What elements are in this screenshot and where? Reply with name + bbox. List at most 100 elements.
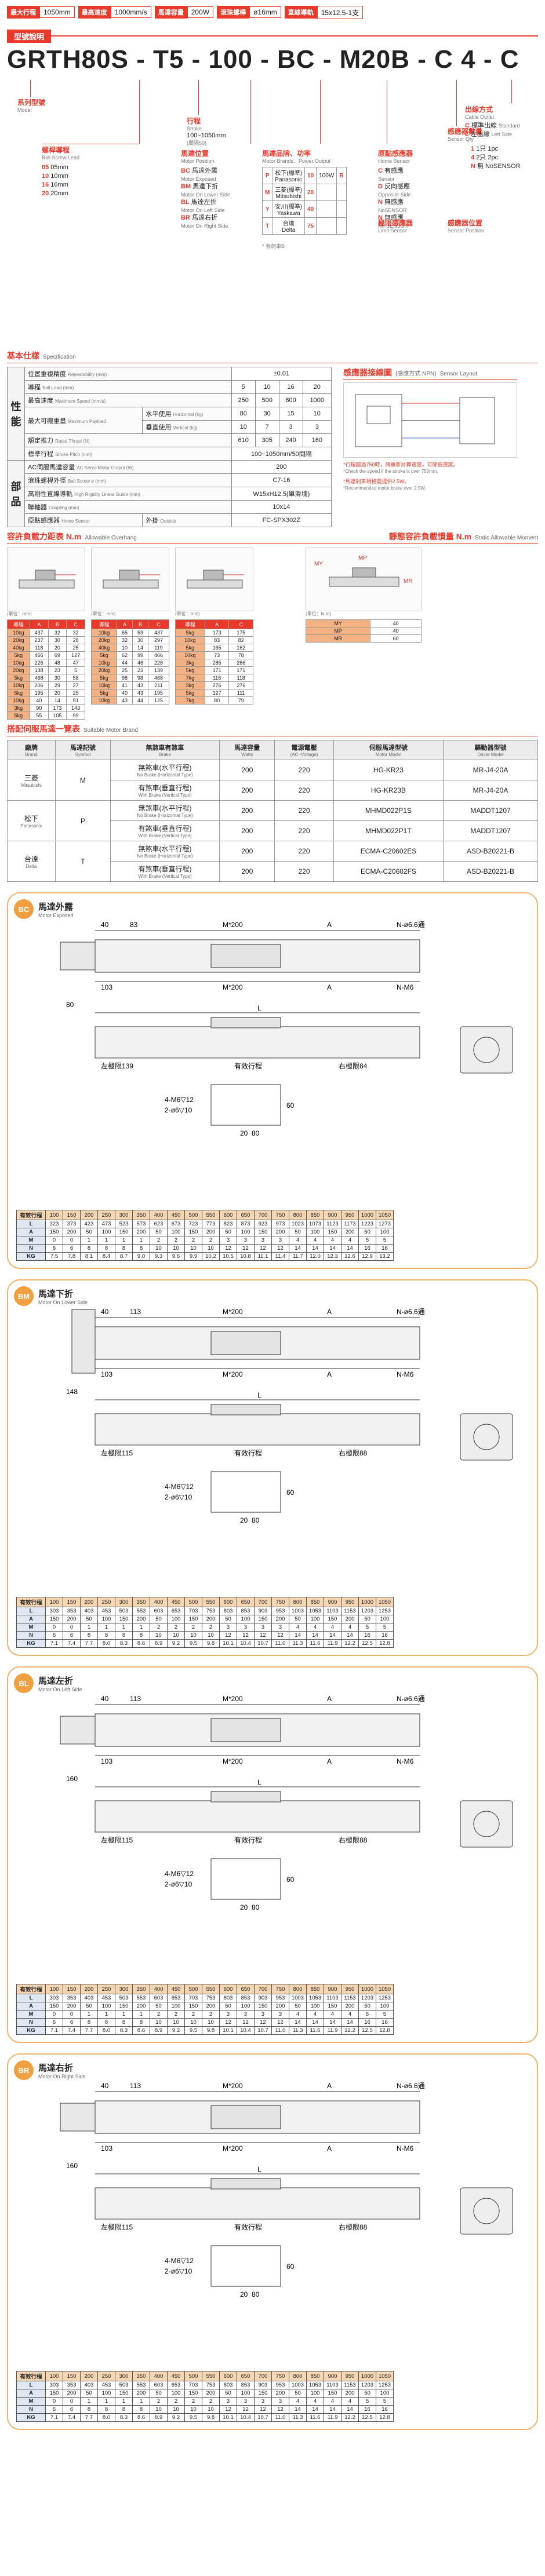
watts-cell: 200 xyxy=(219,780,275,801)
overhang-heading: 容許負載力距表 N.m Allowable Overhang 靜態容許負載慣量 … xyxy=(7,531,538,544)
dimension-cell: 700 xyxy=(254,1984,272,1995)
dimension-cell: 753 xyxy=(202,1994,220,2003)
dimension-cell: 50 xyxy=(150,2389,168,2398)
option-code: 4 xyxy=(471,154,477,161)
option-text: 馬達右折 xyxy=(191,214,217,221)
label-sensor-pos: 感應器位置 Sensor Position xyxy=(448,219,485,233)
hole-2: 2-ø6▽10 xyxy=(165,1880,192,1888)
spec-value: 10 xyxy=(302,407,332,421)
dimension-cell: 1050 xyxy=(376,2371,394,2382)
dimension-cell: 100 xyxy=(45,1597,63,1608)
spec-name: 滾珠螺桿外徑 Ball Screw ø (mm) xyxy=(24,473,232,487)
overhang-cell: 127 xyxy=(66,651,85,660)
dimension-cell: 550 xyxy=(202,2371,220,2382)
dimension-cell: 16 xyxy=(358,2018,376,2027)
spec-value: 5 xyxy=(231,380,256,394)
dimension-cell: 14 xyxy=(306,1244,324,1253)
dimension-cell: 700 xyxy=(254,1597,272,1608)
dimension-cell: 8.9 xyxy=(150,1639,168,1648)
dim-60: 60 xyxy=(286,1876,295,1884)
dimension-cell: 2 xyxy=(202,2397,220,2406)
dimension-cell: 8 xyxy=(115,1631,133,1640)
dimension-cell: 10 xyxy=(167,2018,185,2027)
brand-name: 松下(標準)Panasonic xyxy=(272,167,306,184)
dimension-cell: 450 xyxy=(167,1984,185,1995)
dimension-cell: 3 xyxy=(271,2397,289,2406)
dimension-row-head: KG xyxy=(16,2026,46,2035)
voltage-cell: 220 xyxy=(274,820,334,842)
dimension-cell: 350 xyxy=(132,1597,150,1608)
dimension-cell: 9.3 xyxy=(150,1252,168,1261)
overhang-head-cell: 導程 xyxy=(90,619,118,630)
dimension-cell: 10 xyxy=(202,1244,220,1253)
spec-value: 10 xyxy=(231,420,256,434)
option-text: 馬達外露 xyxy=(191,167,217,174)
watts-cell: 200 xyxy=(219,841,275,862)
dimension-cell: 12 xyxy=(271,2018,289,2027)
dimension-cell: 950 xyxy=(341,1210,359,1221)
dimension-cell: 650 xyxy=(237,1597,255,1608)
spec-name-en: Maximum Payload xyxy=(68,418,106,424)
dimension-row-head: 有效行程 xyxy=(16,2371,46,2382)
dimension-cell: 8 xyxy=(80,1631,98,1640)
dimension-cell: 16 xyxy=(358,2405,376,2414)
dimension-cell: 16 xyxy=(358,1631,376,1640)
dimension-cell: 950 xyxy=(341,1597,359,1608)
dimension-cell: 323 xyxy=(45,1220,63,1229)
overhang-cell: 98 xyxy=(132,674,148,683)
dimension-cell: 11.9 xyxy=(324,1639,341,1648)
dimension-cell: 1123 xyxy=(324,1220,341,1229)
dimension-cell: 100 xyxy=(237,2002,255,2011)
dimension-cell: 100 xyxy=(97,1228,115,1237)
dimension-cell: 2 xyxy=(184,1236,202,1245)
dimension-cell: 3 xyxy=(254,2010,272,2019)
dimension-cell: 4 xyxy=(289,2010,307,2019)
dim-a: A xyxy=(327,1308,332,1316)
dimension-cell: 653 xyxy=(167,1607,185,1616)
spec-value: 200 xyxy=(231,460,332,474)
dimension-cell: 600 xyxy=(219,1597,237,1608)
brand-en: Panasonic xyxy=(20,823,42,829)
dimension-cell: 7.4 xyxy=(63,2413,81,2422)
overhang-cell: 119 xyxy=(148,644,169,652)
dimension-cell: 9.8 xyxy=(202,2026,220,2035)
driver-model-cell: ASD-B20221-B xyxy=(443,861,538,882)
dim-40: 40 xyxy=(101,1308,109,1316)
option-text: 馬達下折 xyxy=(192,183,219,190)
dimension-cell: 550 xyxy=(202,1597,220,1608)
dimension-cell: 100 xyxy=(45,2371,63,2382)
top-view-slider xyxy=(210,2105,281,2129)
dimension-cell: 150 xyxy=(45,1615,63,1624)
model-section-title: 型號說明 xyxy=(7,29,538,43)
dimension-cell: 803 xyxy=(219,1607,237,1616)
option-row: N 無 NoSENSOR xyxy=(471,162,521,171)
dimension-cell: 7.7 xyxy=(80,2413,98,2422)
overhang-head-cell: 導程 xyxy=(175,619,205,630)
overhang-cell: 266 xyxy=(228,659,253,667)
dimension-cell: 500 xyxy=(184,2371,202,2382)
dimension-cell: 4 xyxy=(289,2397,307,2406)
spec-name-cn: 位置重複精度 xyxy=(28,371,68,378)
dimension-cell: 3 xyxy=(254,1236,272,1245)
dim-nm6: N-M6 xyxy=(397,1757,414,1765)
overhang-cell: 195 xyxy=(29,689,49,698)
dimension-cell: 3 xyxy=(271,2010,289,2019)
overhang-cell: 116 xyxy=(204,674,230,683)
dimension-cell: 200 xyxy=(132,1228,150,1237)
dimension-cell: 553 xyxy=(132,1607,150,1616)
overhang-cell: 5 xyxy=(66,666,85,675)
brand-name: 安川(標準)Yaskawa xyxy=(272,200,306,218)
